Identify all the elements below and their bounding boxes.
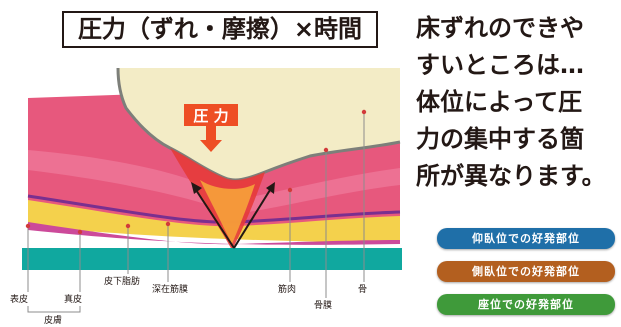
label-muscle: 筋肉 <box>278 283 296 295</box>
legend-lateral-label: 側臥位での好発部位 <box>472 265 580 278</box>
explanation-line: 体位によって圧 <box>416 88 583 116</box>
shear-arrow-right <box>233 189 271 249</box>
explanation-text: 床ずれのできや すいところは… 体位によって圧 力の集中する箇 所が異なります。 <box>416 10 621 195</box>
fat-layer <box>28 200 400 244</box>
pressure-label: 圧 力 <box>193 107 228 125</box>
pressure-arrow <box>200 126 222 152</box>
pressure-label-box <box>184 104 238 126</box>
leader-dots <box>25 109 367 235</box>
explanation-line: すいところは… <box>416 51 584 79</box>
shear-arrowhead-right <box>266 182 275 194</box>
legend-sitting-label: 座位での好発部位 <box>478 298 574 311</box>
label-bone: 骨 <box>358 284 367 295</box>
dermis-layer <box>28 222 400 245</box>
pressure-zone-inner <box>200 180 255 244</box>
support-surface <box>22 248 402 270</box>
label-epidermis: 表皮 <box>10 293 28 305</box>
page-title: 圧力（ずれ・摩擦）×時間 <box>62 11 378 48</box>
leader-lines <box>27 112 365 313</box>
label-dermis: 真皮 <box>64 293 82 305</box>
label-skin: 皮膚 <box>44 314 62 326</box>
explanation-line: 力の集中する箇 <box>416 125 584 153</box>
explanation-line: 所が異なります。 <box>416 162 606 190</box>
shear-arrow-left <box>195 189 235 249</box>
legend-lateral: 側臥位での好発部位 <box>437 261 615 282</box>
legend-sitting: 座位での好発部位 <box>437 294 615 315</box>
explanation-line: 床ずれのできや <box>416 14 584 42</box>
legend-supine-label: 仰臥位での好発部位 <box>472 232 580 245</box>
shear-arrowhead-left <box>191 182 202 194</box>
muscle-highlight <box>28 150 400 214</box>
legend-supine: 仰臥位での好発部位 <box>437 228 615 249</box>
label-periosteum: 骨膜 <box>314 300 332 311</box>
label-deep-fascia: 深在筋膜 <box>152 283 188 295</box>
label-subcutaneous-fat: 皮下脂肪 <box>104 275 140 287</box>
